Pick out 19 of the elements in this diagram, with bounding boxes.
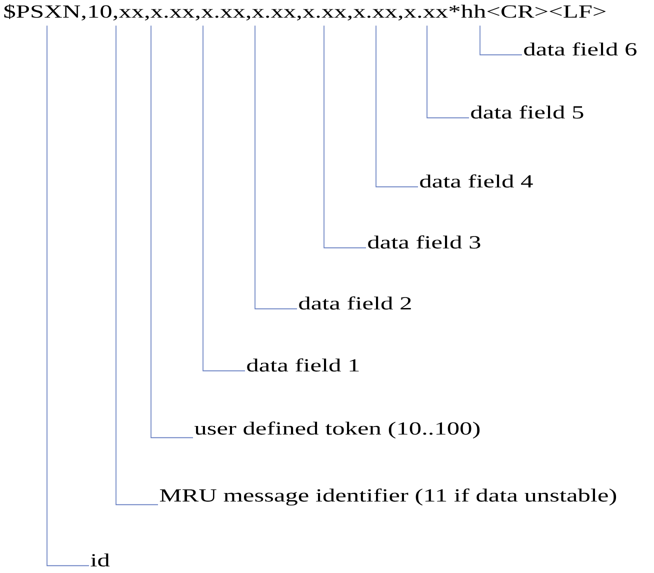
field-label: data field 4 — [420, 174, 533, 188]
field-label: data field 1 — [247, 358, 359, 372]
field-label: id — [90, 553, 110, 566]
field-label: user defined token (10..100) — [194, 422, 480, 438]
leader-line — [426, 25, 470, 118]
leader-line — [150, 25, 194, 438]
message-format-string: $PSXN,10,xx,x.xx,x.xx,x.xx,x.xx,x.xx,x.xx*hh<CR><LF> — [4, 4, 606, 20]
field-label: MRU message identifier (11 if data unstable) — [160, 488, 616, 506]
leader-line — [480, 25, 522, 56]
leader-line — [116, 25, 158, 506]
field-label: data field 5 — [471, 105, 584, 119]
leader-line — [46, 25, 90, 566]
leader-line — [254, 25, 298, 310]
leader-line — [324, 25, 366, 248]
field-label: data field 6 — [524, 42, 636, 56]
leader-line — [202, 25, 246, 372]
leader-line — [376, 25, 418, 188]
field-label: data field 2 — [299, 296, 411, 310]
field-label: data field 3 — [368, 235, 480, 249]
